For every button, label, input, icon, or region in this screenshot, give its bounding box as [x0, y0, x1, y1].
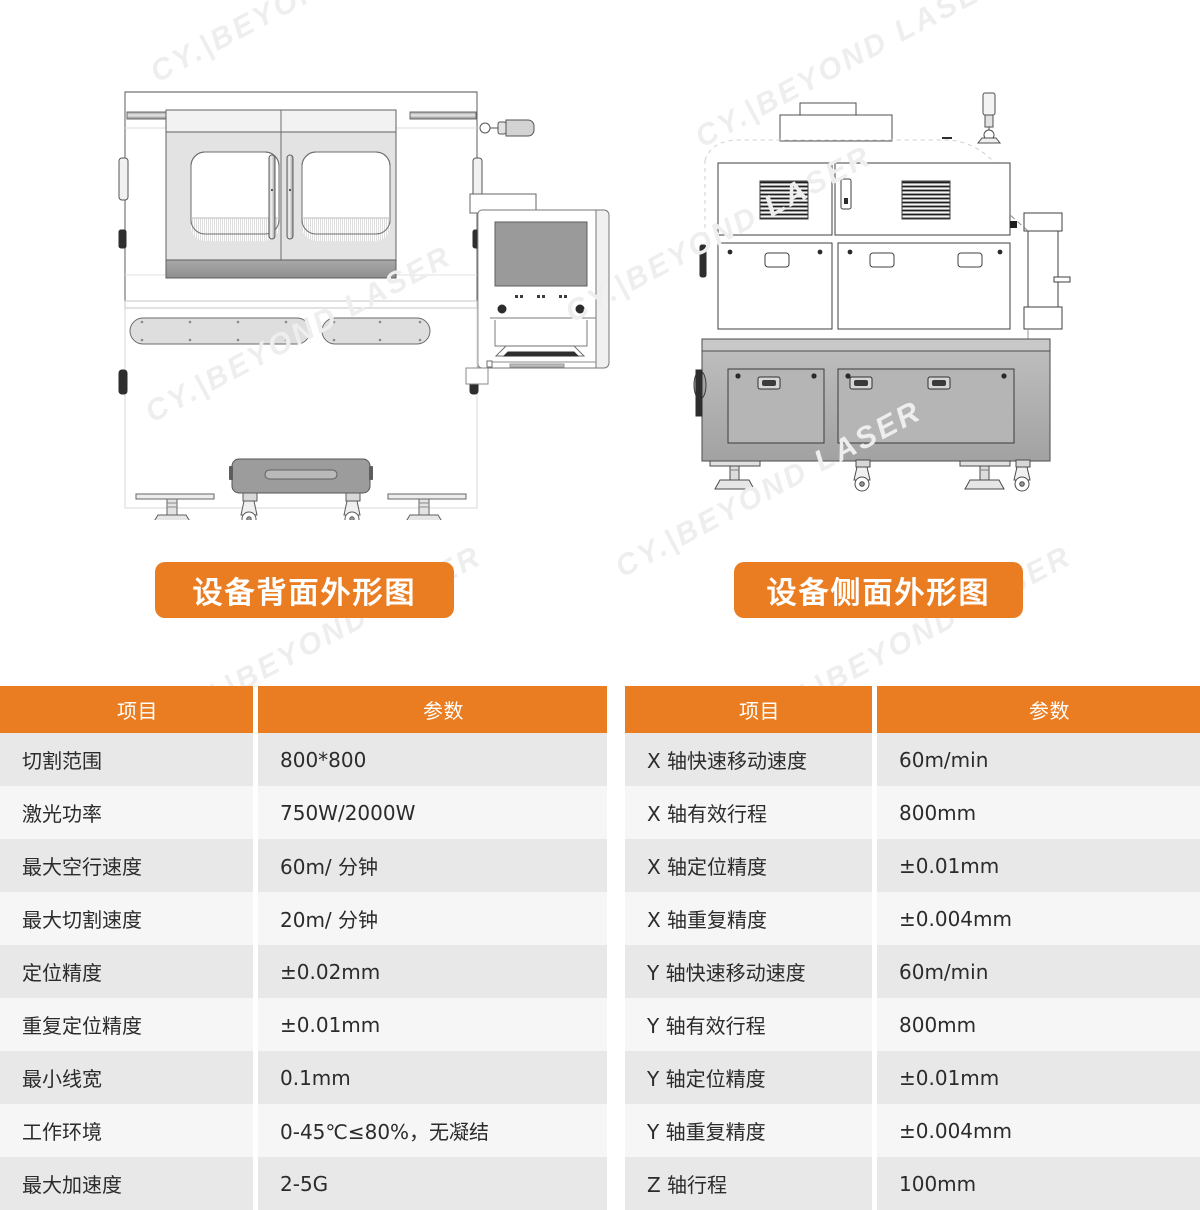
table-header-row: 项目 参数	[0, 686, 607, 733]
table-row: Y 轴有效行程 800mm	[625, 998, 1200, 1051]
side-view-svg	[693, 92, 1071, 492]
column-gap	[872, 839, 877, 892]
column-gap	[872, 892, 877, 945]
table-row: Z 轴行程 100mm	[625, 1157, 1200, 1210]
column-gap	[253, 998, 258, 1051]
column-gap	[872, 733, 877, 786]
cell-item: 切割范围	[0, 733, 253, 786]
column-header-value: 参数	[877, 686, 1200, 733]
machine-side-view-drawing	[680, 85, 1100, 505]
cell-value: 750W/2000W	[258, 786, 607, 839]
table-row: X 轴定位精度 ±0.01mm	[625, 839, 1200, 892]
column-gap	[253, 839, 258, 892]
cell-value: 60m/min	[877, 733, 1200, 786]
table-row: 工作环境 0-45℃≤80%，无凝结	[0, 1104, 607, 1157]
column-header-value: 参数	[258, 686, 607, 733]
cell-value: 60m/min	[877, 945, 1200, 998]
cell-value: 20m/ 分钟	[258, 892, 607, 945]
table-row: Y 轴重复精度 ±0.004mm	[625, 1104, 1200, 1157]
column-gap	[872, 1104, 877, 1157]
cell-item: Z 轴行程	[625, 1157, 872, 1210]
table-row: Y 轴快速移动速度 60m/min	[625, 945, 1200, 998]
spec-table-general-head: 项目 参数	[0, 686, 607, 733]
column-gap	[872, 945, 877, 998]
cell-item: X 轴重复精度	[625, 892, 872, 945]
table-row: 最小线宽 0.1mm	[0, 1051, 607, 1104]
cell-value: ±0.01mm	[877, 839, 1200, 892]
cell-item: 重复定位精度	[0, 998, 253, 1051]
table-header-row: 项目 参数	[625, 686, 1200, 733]
column-header-item: 项目	[625, 686, 872, 733]
cell-value: 0-45℃≤80%，无凝结	[258, 1104, 607, 1157]
drawings-section	[0, 0, 1200, 540]
column-gap	[253, 733, 258, 786]
column-gap	[253, 1104, 258, 1157]
spec-table-general-body: 切割范围 800*800 激光功率 750W/2000W 最大空行速度 60m/…	[0, 733, 607, 1210]
spec-table-general: 项目 参数 切割范围 800*800 激光功率 750W/2000W 最大空行速…	[0, 686, 607, 1210]
cell-item: 工作环境	[0, 1104, 253, 1157]
cell-value: ±0.01mm	[877, 1051, 1200, 1104]
column-gap	[872, 786, 877, 839]
spec-table-axes-body: X 轴快速移动速度 60m/min X 轴有效行程 800mm X 轴定位精度 …	[625, 733, 1200, 1210]
cell-value: ±0.004mm	[877, 892, 1200, 945]
cell-value: 800mm	[877, 998, 1200, 1051]
cell-item: X 轴快速移动速度	[625, 733, 872, 786]
cell-item: X 轴有效行程	[625, 786, 872, 839]
column-gap	[253, 892, 258, 945]
table-row: X 轴有效行程 800mm	[625, 786, 1200, 839]
table-row: 最大切割速度 20m/ 分钟	[0, 892, 607, 945]
cell-item: 最大加速度	[0, 1157, 253, 1210]
spec-table-axes-head: 项目 参数	[625, 686, 1200, 733]
table-row: 最大加速度 2-5G	[0, 1157, 607, 1210]
cell-value: 2-5G	[258, 1157, 607, 1210]
spec-table-axes: 项目 参数 X 轴快速移动速度 60m/min X 轴有效行程 800mm X …	[625, 686, 1200, 1210]
column-gap	[253, 945, 258, 998]
table-row: 重复定位精度 ±0.01mm	[0, 998, 607, 1051]
cell-value: 60m/ 分钟	[258, 839, 607, 892]
column-header-item: 项目	[0, 686, 253, 733]
cell-value: ±0.02mm	[258, 945, 607, 998]
cell-item: 最大空行速度	[0, 839, 253, 892]
cell-value: ±0.01mm	[258, 998, 607, 1051]
table-row: 切割范围 800*800	[0, 733, 607, 786]
cell-value: 0.1mm	[258, 1051, 607, 1104]
table-row: 定位精度 ±0.02mm	[0, 945, 607, 998]
cell-value: 100mm	[877, 1157, 1200, 1210]
caption-side-view: 设备侧面外形图	[734, 562, 1023, 618]
cell-item: Y 轴快速移动速度	[625, 945, 872, 998]
cell-item: X 轴定位精度	[625, 839, 872, 892]
table-row: Y 轴定位精度 ±0.01mm	[625, 1051, 1200, 1104]
column-gap	[253, 1051, 258, 1104]
table-row: 激光功率 750W/2000W	[0, 786, 607, 839]
column-gap	[253, 786, 258, 839]
cell-item: Y 轴定位精度	[625, 1051, 872, 1104]
column-gap	[872, 1051, 877, 1104]
back-view-svg	[118, 91, 610, 520]
column-gap	[872, 686, 877, 733]
cell-value: 800*800	[258, 733, 607, 786]
column-gap	[253, 686, 258, 733]
cell-value: ±0.004mm	[877, 1104, 1200, 1157]
cell-item: 最小线宽	[0, 1051, 253, 1104]
cell-item: 激光功率	[0, 786, 253, 839]
caption-back-view: 设备背面外形图	[155, 562, 454, 618]
cell-item: Y 轴重复精度	[625, 1104, 872, 1157]
cell-value: 800mm	[877, 786, 1200, 839]
cell-item: 最大切割速度	[0, 892, 253, 945]
column-gap	[872, 998, 877, 1051]
cell-item: Y 轴有效行程	[625, 998, 872, 1051]
table-row: 最大空行速度 60m/ 分钟	[0, 839, 607, 892]
table-row: X 轴重复精度 ±0.004mm	[625, 892, 1200, 945]
table-row: X 轴快速移动速度 60m/min	[625, 733, 1200, 786]
machine-back-view-drawing	[110, 70, 610, 520]
cell-item: 定位精度	[0, 945, 253, 998]
